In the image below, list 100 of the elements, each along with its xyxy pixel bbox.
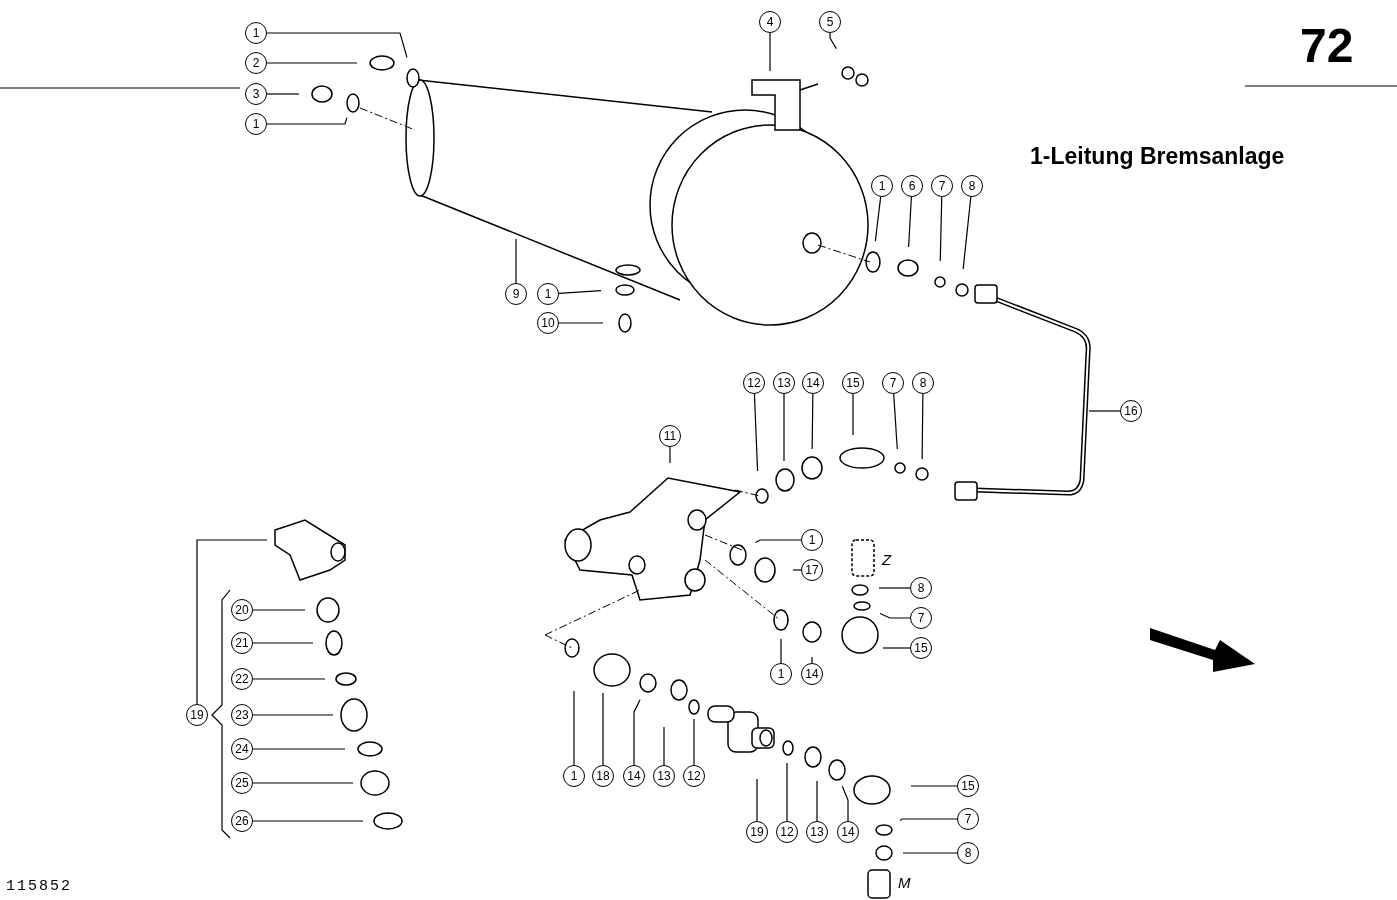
callout-number: 1	[770, 663, 792, 685]
leader-line	[816, 780, 818, 822]
leader-line	[266, 93, 300, 95]
leader-line	[902, 852, 958, 854]
leader-line	[754, 539, 802, 544]
leader-line	[266, 62, 358, 64]
leader-line	[558, 290, 602, 294]
leader-line	[899, 818, 958, 822]
leader-line	[879, 612, 911, 619]
leader-line	[252, 642, 314, 644]
callout-number: 7	[957, 808, 979, 830]
leader-line	[939, 196, 943, 262]
leader-line	[252, 609, 306, 611]
leader-line	[252, 714, 334, 716]
view-letter: M	[898, 874, 911, 891]
callout-number: 19	[746, 821, 768, 843]
leader-line	[908, 196, 912, 248]
leader-line	[878, 587, 911, 589]
leader-line	[602, 692, 604, 766]
callout-number: 24	[231, 738, 253, 760]
callout-number: 2	[245, 52, 267, 74]
callout-number: 1	[245, 22, 267, 44]
leader-line	[1088, 410, 1121, 412]
callout-number: 15	[957, 775, 979, 797]
callout-number: 6	[901, 175, 923, 197]
callout-number: 18	[592, 765, 614, 787]
leader-line	[266, 116, 348, 125]
callout-number: 19	[186, 704, 208, 726]
callout-number: 1	[537, 283, 559, 305]
callout-number: 5	[819, 11, 841, 33]
callout-number: 26	[231, 810, 253, 832]
view-letter: Z	[882, 551, 892, 568]
leader-line	[874, 196, 882, 242]
leader-line	[573, 690, 575, 766]
leader-line	[693, 718, 695, 766]
callout-number: 7	[882, 372, 904, 394]
callout-number: 22	[231, 668, 253, 690]
callout-number: 14	[623, 765, 645, 787]
callout-number: 12	[683, 765, 705, 787]
leader-line	[663, 726, 665, 766]
leader-line	[252, 678, 326, 680]
leader-line	[811, 393, 814, 450]
callout-number: 13	[653, 765, 675, 787]
leader-line	[558, 322, 604, 324]
callout-number: 25	[231, 772, 253, 794]
callout-number: 14	[837, 821, 859, 843]
leader-line	[829, 32, 837, 50]
drawing-number: 115852	[6, 878, 72, 895]
callout-number: 7	[910, 607, 932, 629]
leader-line	[266, 32, 408, 58]
leader-line	[769, 32, 771, 72]
leader-line	[756, 778, 758, 822]
leader-line	[669, 446, 671, 464]
leader-line	[921, 393, 924, 460]
leader-line	[252, 820, 364, 822]
leader-line	[783, 393, 785, 462]
callout-number: 7	[931, 175, 953, 197]
callout-number: 9	[505, 283, 527, 305]
callout-number: 4	[759, 11, 781, 33]
callout-number: 1	[563, 765, 585, 787]
leader-line	[786, 762, 788, 822]
callout-number: 14	[802, 372, 824, 394]
callout-number: 13	[806, 821, 828, 843]
callout-number: 20	[231, 599, 253, 621]
callout-number: 12	[743, 372, 765, 394]
title: 1-Leitung Bremsanlage	[1030, 143, 1285, 170]
callout-number: 23	[231, 704, 253, 726]
callout-number: 1	[801, 529, 823, 551]
callout-number: 14	[801, 663, 823, 685]
leader-line	[882, 647, 911, 649]
callout-number: 15	[842, 372, 864, 394]
page-number: 72	[1300, 18, 1354, 73]
callout-number: 11	[659, 425, 681, 447]
leader-line	[893, 393, 898, 450]
callout-number: 8	[912, 372, 934, 394]
leader-line	[780, 638, 782, 664]
leader-line	[196, 539, 268, 705]
callout-number: 8	[957, 842, 979, 864]
callout-number: 13	[773, 372, 795, 394]
leader-line	[633, 699, 641, 766]
leader-line	[252, 782, 354, 784]
callout-number: 16	[1120, 400, 1142, 422]
leader-line	[910, 785, 958, 787]
callout-number: 10	[537, 312, 559, 334]
callout-number: 12	[776, 821, 798, 843]
callout-number: 8	[910, 577, 932, 599]
callout-number: 1	[871, 175, 893, 197]
leader-line	[515, 238, 517, 284]
leader-line	[811, 656, 813, 664]
callout-number: 15	[910, 637, 932, 659]
leader-line	[753, 393, 759, 472]
callout-number: 17	[801, 559, 823, 581]
callout-number: 1	[245, 113, 267, 135]
leader-line	[252, 748, 346, 750]
callout-number: 8	[961, 175, 983, 197]
leader-line	[962, 196, 972, 270]
leader-line	[792, 569, 802, 571]
callout-number: 21	[231, 632, 253, 654]
leader-line	[841, 785, 849, 822]
callout-number: 3	[245, 83, 267, 105]
